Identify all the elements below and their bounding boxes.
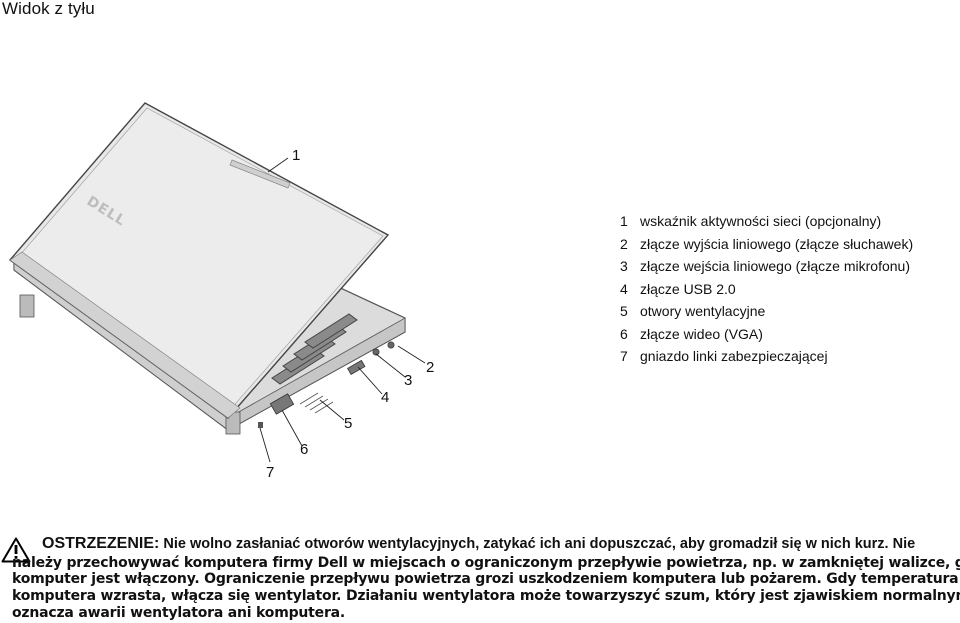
callout-5: 5 bbox=[344, 415, 352, 432]
legend-text: złącze wyjścia liniowego (złącze słuchaw… bbox=[640, 235, 914, 252]
callout-7: 7 bbox=[266, 464, 274, 481]
warning-text-line: należy przechowywać komputera firmy Dell… bbox=[12, 554, 960, 571]
legend-item: 3 złącze wejścia liniowego (złącze mikrof… bbox=[620, 255, 913, 278]
legend-number: 7 bbox=[620, 348, 628, 364]
legend-item: 7 gniazdo linki zabezpieczającej bbox=[620, 345, 913, 368]
callout-4: 4 bbox=[381, 389, 389, 406]
callout-1: 1 bbox=[292, 147, 300, 164]
headphone-jack-shape bbox=[387, 341, 395, 349]
mic-jack-shape bbox=[372, 348, 380, 356]
legend-number: 3 bbox=[620, 258, 628, 274]
legend-text: złącze wejścia liniowego (złącze mikrofo… bbox=[640, 258, 910, 274]
legend-number: 5 bbox=[620, 303, 628, 319]
legend-item: 5 otwory wentylacyjne bbox=[620, 300, 913, 323]
legend-item: 2 złącze wyjścia liniowego (złącze słucha… bbox=[620, 233, 913, 256]
warning-first-line: OSTRZEZENIE: Nie wolno zasłaniać otworów… bbox=[42, 535, 915, 553]
vga-port-shape bbox=[269, 393, 295, 415]
warning-text-line: komputera wzrasta, włącza się wentylator… bbox=[12, 588, 960, 605]
legend-text: złącze wideo (VGA) bbox=[640, 325, 763, 342]
security-slot-shape bbox=[258, 422, 263, 428]
callout-2: 2 bbox=[426, 359, 434, 376]
warning-text-line: Nie wolno zasłaniać otworów wentylacyjny… bbox=[163, 536, 916, 552]
legend-text: wskaźnik aktywności sieci (opcjonalny) bbox=[640, 213, 882, 229]
network-activity-indicator bbox=[229, 159, 291, 189]
legend-number: 4 bbox=[620, 280, 628, 297]
warning-body: należy przechowywać komputera firmy Dell… bbox=[12, 555, 960, 622]
usb-port-shape bbox=[347, 359, 366, 376]
legend-number: 1 bbox=[620, 213, 628, 229]
warning-text-line: oznacza awarii wentylatora ani komputera… bbox=[12, 604, 346, 621]
callout-6: 6 bbox=[300, 441, 308, 458]
legend-number: 6 bbox=[620, 325, 628, 342]
callout-3: 3 bbox=[404, 372, 412, 389]
warning-label: OSTRZEZENIE: bbox=[42, 535, 160, 552]
legend-text: otwory wentylacyjne bbox=[640, 303, 766, 319]
legend-item: 1 wskaźnik aktywności sieci (opcjonalny) bbox=[620, 210, 913, 233]
warning-triangle-icon bbox=[1, 537, 31, 563]
legend-item: 4 złącze USB 2.0 bbox=[620, 278, 913, 301]
legend-text: złącze USB 2.0 bbox=[640, 280, 736, 297]
legend-text: gniazdo linki zabezpieczającej bbox=[640, 348, 828, 364]
legend-item: 6 złącze wideo (VGA) bbox=[620, 323, 913, 346]
vent-slots bbox=[271, 313, 358, 385]
laptop-rear-view-illustration: DELL 1 2 3 4 5 6 7 bbox=[8, 102, 434, 481]
warning-text-line: komputer jest włączony. Ograniczenie prz… bbox=[12, 571, 959, 588]
page-title: Widok z tyłu bbox=[2, 0, 95, 18]
legend-number: 2 bbox=[620, 235, 628, 252]
